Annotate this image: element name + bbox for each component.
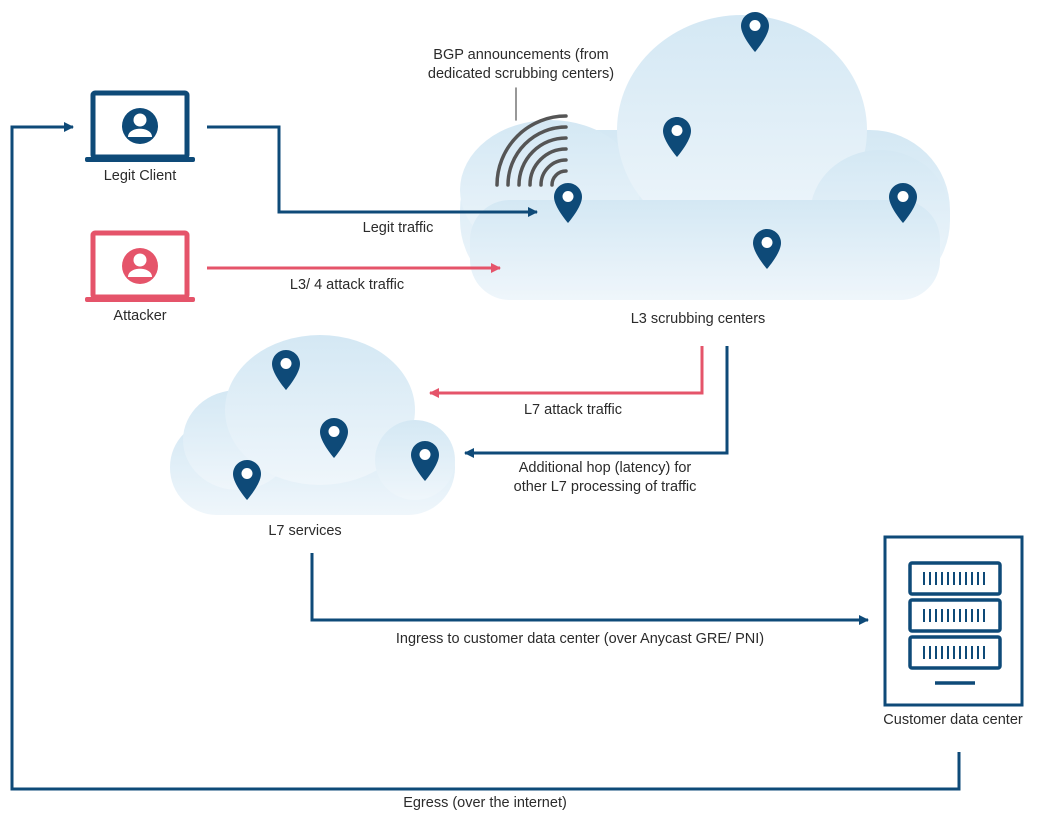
legit-traffic-label: Legit traffic (362, 220, 434, 236)
l34-attack-traffic-label: L3/ 4 attack traffic (289, 277, 405, 293)
l7-services-cloud (170, 335, 455, 515)
l7-attack-traffic-label: L7 attack traffic (523, 402, 623, 418)
attacker-label: Attacker (113, 308, 167, 324)
additional-hop-arrow (464, 346, 729, 458)
additional-hop-label-line1: Additional hop (latency) for (518, 460, 692, 476)
legit-traffic-arrow (207, 125, 538, 217)
customer-data-center-label: Customer data center (883, 712, 1023, 728)
legit-client-laptop-icon (85, 90, 195, 162)
l3-scrubbing-centers-label: L3 scrubbing centers (630, 311, 766, 327)
ingress-label: Ingress to customer data center (over An… (395, 631, 765, 647)
bgp-label-line1: BGP announcements (from (433, 47, 609, 63)
additional-hop-label-line2: other L7 processing of traffic (513, 479, 697, 495)
broadcast-waves-icon (495, 87, 568, 187)
l7-attack-traffic-arrow (429, 346, 704, 398)
ingress-arrow (310, 553, 869, 625)
egress-arrow (10, 122, 961, 791)
attacker-laptop-icon (85, 230, 195, 302)
legit-client-label: Legit Client (103, 168, 177, 184)
server-rack-icon (883, 535, 1024, 707)
connectors (10, 122, 961, 791)
egress-label: Egress (over the internet) (403, 795, 567, 811)
l7-services-label: L7 services (268, 523, 342, 539)
bgp-label-line2: dedicated scrubbing centers) (427, 66, 615, 82)
